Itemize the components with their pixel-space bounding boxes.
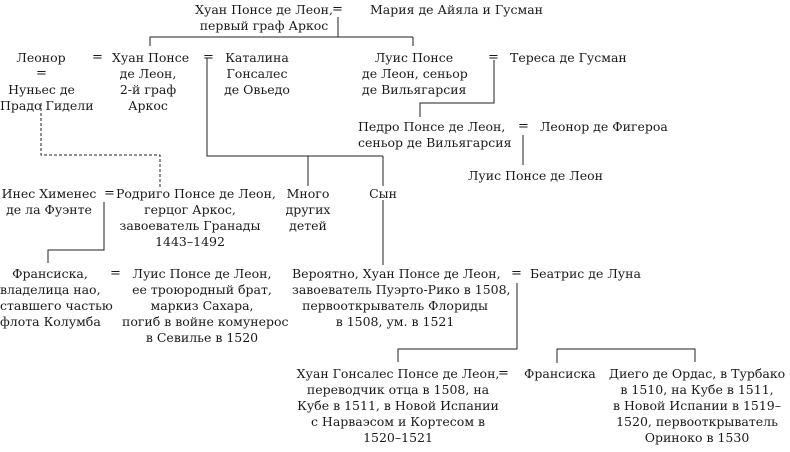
marriage-sign: = [332, 2, 343, 17]
marriage-sign: = [36, 66, 47, 81]
juan-first-count-arcos: Хуан Понсе де Леон,первый граф Аркос [195, 2, 333, 33]
marriage-sign: = [518, 119, 529, 134]
marriage-sign: = [511, 266, 522, 281]
juan-gonzalez-ponce-de-leon: Хуан Гонсалес Понсе де Леон,переводчик о… [296, 366, 500, 445]
marriage-sign: = [488, 50, 499, 65]
beatriz-de-luna: Беатрис де Луна [530, 266, 641, 281]
pedro-ponce-de-leon: Педро Понсе де Леон,сеньор де Вильягарси… [358, 119, 512, 150]
marriage-sign: = [110, 266, 121, 281]
marriage-sign: = [92, 50, 103, 65]
luis-ponce-de-leon-son-of-pedro: Луис Понсе де Леон [468, 168, 603, 183]
rodrigo-duke-of-arcos: Родриго Понсе де Леон,герцог Аркос,завое… [116, 186, 276, 249]
marriage-sign: = [203, 50, 214, 65]
luis-marquis-of-zahara: Луис Понсе де Леон,ее троюродный брат,ма… [122, 266, 289, 345]
francisca-wife: Франсиска [524, 366, 596, 381]
maria-de-ayala: Мария де Айяла и Гусман [370, 2, 544, 17]
leonor-de-figueroa: Леонор де Фигероа [540, 119, 668, 134]
juan-ponce-de-leon-conqueror: Вероятно, Хуан Понсе де Леон,завоеватель… [292, 266, 511, 329]
marriage-sign: = [104, 186, 115, 201]
marriage-sign: = [498, 366, 509, 381]
son: Сын [369, 186, 397, 201]
leonor: Леонор [16, 50, 66, 65]
teresa-de-guzman: Тереса де Гусман [510, 50, 627, 65]
